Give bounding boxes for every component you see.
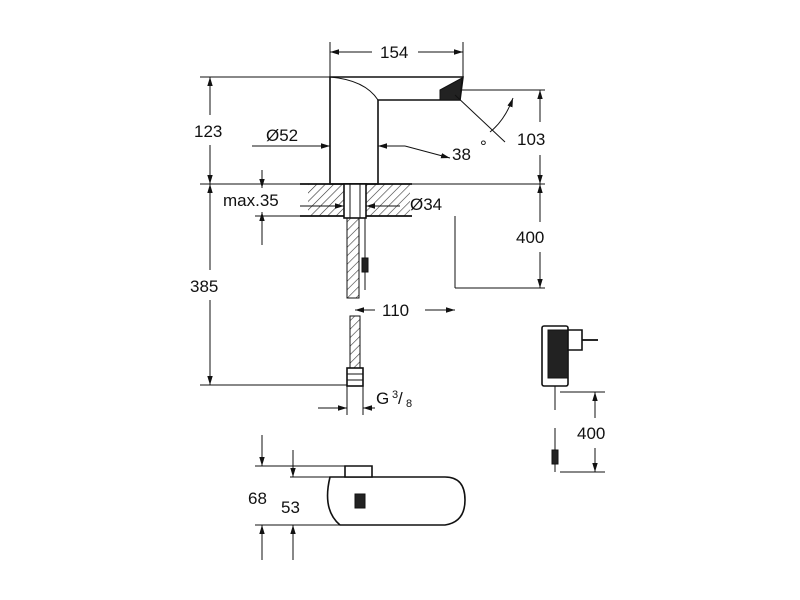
label-hose-length: 400 [516,228,544,247]
mounting-shank [343,183,367,219]
label-thread-num: 3 [392,389,398,401]
label-spout-height: 103 [517,130,545,149]
label-thread-slash: / [398,389,403,408]
label-max-thickness: max.35 [223,191,279,210]
cable-connector [361,257,369,273]
hose-lower [349,315,361,369]
label-thread-den: 8 [406,398,412,410]
faucet-side-view [300,76,464,387]
label-offset: 110 [382,301,409,320]
power-adapter-icon [541,325,605,473]
label-angle: 38 [452,145,471,164]
label-cable-length: 400 [577,424,605,443]
label-diameter-body: Ø52 [266,126,298,145]
faucet-top-view [255,435,466,560]
label-diameter-hole: Ø34 [410,195,442,214]
dimension-lines [200,42,545,415]
label-height-lever: 53 [281,498,300,517]
countertop-left [308,184,344,216]
label-thread-prefix: G [376,389,389,408]
supply-hose [346,217,360,299]
label-height-top: 68 [248,489,267,508]
label-width-top: 154 [380,43,408,62]
label-angle-unit: ° [480,137,487,156]
dimension-labels: 154 123 Ø52 103 38 ° max.35 Ø34 400 385 … [190,43,605,517]
countertop-right [366,184,410,216]
label-height-spout: 123 [194,122,222,141]
label-total-height: 385 [190,277,218,296]
hose-nut [346,367,364,387]
